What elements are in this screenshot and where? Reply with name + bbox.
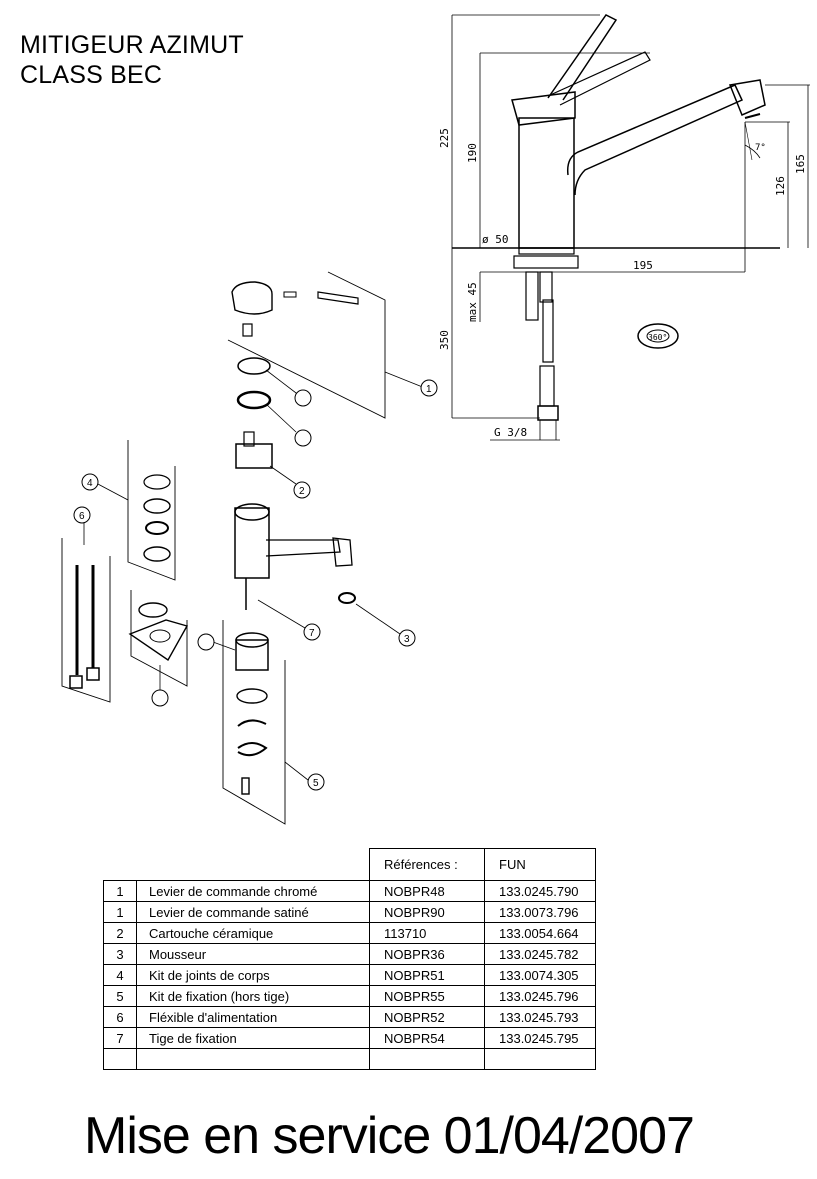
technical-drawing: 225 190 ø 50 195 max 45 350 G 3/8 126 16… <box>61 14 810 825</box>
row-fun-code: 133.0245.793 <box>484 1006 596 1028</box>
row-description: Levier de commande satiné <box>136 901 370 923</box>
row-reference: NOBPR51 <box>369 964 485 986</box>
table-row: 1 Levier de commande satiné NOBPR90 133.… <box>103 901 596 923</box>
row-number: 7 <box>103 1027 137 1049</box>
row-description <box>136 1048 370 1070</box>
table-row: 1 Levier de commande chromé NOBPR48 133.… <box>103 880 596 902</box>
table-row: 3 Mousseur NOBPR36 133.0245.782 <box>103 943 596 965</box>
row-description: Levier de commande chromé <box>136 880 370 902</box>
row-reference: NOBPR54 <box>369 1027 485 1049</box>
row-number: 1 <box>103 901 137 923</box>
row-fun-code <box>484 1048 596 1070</box>
row-reference: NOBPR36 <box>369 943 485 965</box>
dim-225: 225 <box>438 128 451 148</box>
dim-195: 195 <box>633 259 653 272</box>
header-references: Références : <box>369 848 485 881</box>
callout-1: 1 <box>426 384 432 395</box>
dim-max-45: max 45 <box>466 282 479 322</box>
row-description: Tige de fixation <box>136 1027 370 1049</box>
row-reference: NOBPR48 <box>369 880 485 902</box>
title-line-2: CLASS BEC <box>20 61 163 89</box>
dim-190: 190 <box>466 143 479 163</box>
faucet-elevation <box>451 14 810 441</box>
table-row: 2 Cartouche céramique 113710 133.0054.66… <box>103 922 596 944</box>
table-row: 7 Tige de fixation NOBPR54 133.0245.795 <box>103 1027 596 1049</box>
row-number: 3 <box>103 943 137 965</box>
callout-4: 4 <box>87 478 93 489</box>
row-fun-code: 133.0245.795 <box>484 1027 596 1049</box>
row-number: 4 <box>103 964 137 986</box>
row-reference <box>369 1048 485 1070</box>
row-fun-code: 133.0245.796 <box>484 985 596 1007</box>
row-description: Kit de joints de corps <box>136 964 370 986</box>
title-line-1: MITIGEUR AZIMUT <box>20 31 244 59</box>
row-number: 5 <box>103 985 137 1007</box>
row-number: 2 <box>103 922 137 944</box>
dim-g-3-8: G 3/8 <box>494 426 527 439</box>
table-row-empty <box>103 1048 596 1070</box>
row-number: 1 <box>103 880 137 902</box>
callout-circles <box>73 379 438 791</box>
dim-350: 350 <box>438 330 451 350</box>
dim-165: 165 <box>794 154 807 174</box>
parts-table: Références : FUN 1 Levier de commande ch… <box>103 848 596 1070</box>
table-row: 5 Kit de fixation (hors tige) NOBPR55 13… <box>103 985 596 1007</box>
callout-3: 3 <box>404 634 410 645</box>
callout-7: 7 <box>309 628 315 639</box>
row-fun-code: 133.0054.664 <box>484 922 596 944</box>
callout-5: 5 <box>313 778 319 789</box>
dim-126: 126 <box>774 176 787 196</box>
dim-angle-7: 7° <box>755 143 766 153</box>
row-fun-code: 133.0074.305 <box>484 964 596 986</box>
dim-diameter-50: ø 50 <box>482 233 509 246</box>
service-date-footer: Mise en service 01/04/2007 <box>84 1107 695 1165</box>
row-reference: 113710 <box>369 922 485 944</box>
table-row: 6 Fléxible d'alimentation NOBPR52 133.02… <box>103 1006 596 1028</box>
row-reference: NOBPR90 <box>369 901 485 923</box>
row-number <box>103 1048 137 1070</box>
rotation-360-label: 360° <box>648 333 667 342</box>
row-fun-code: 133.0245.782 <box>484 943 596 965</box>
row-fun-code: 133.0245.790 <box>484 880 596 902</box>
row-description: Fléxible d'alimentation <box>136 1006 370 1028</box>
row-description: Cartouche céramique <box>136 922 370 944</box>
callout-2: 2 <box>299 486 305 497</box>
row-number: 6 <box>103 1006 137 1028</box>
table-row: 4 Kit de joints de corps NOBPR51 133.007… <box>103 964 596 986</box>
row-description: Mousseur <box>136 943 370 965</box>
row-reference: NOBPR52 <box>369 1006 485 1028</box>
table-header-row: Références : FUN <box>104 848 596 881</box>
callout-6: 6 <box>79 511 85 522</box>
row-description: Kit de fixation (hors tige) <box>136 985 370 1007</box>
row-reference: NOBPR55 <box>369 985 485 1007</box>
row-fun-code: 133.0073.796 <box>484 901 596 923</box>
header-fun: FUN <box>484 848 596 881</box>
exploded-view <box>61 271 426 825</box>
drawing-title: MITIGEUR AZIMUT CLASS BEC <box>20 30 244 90</box>
